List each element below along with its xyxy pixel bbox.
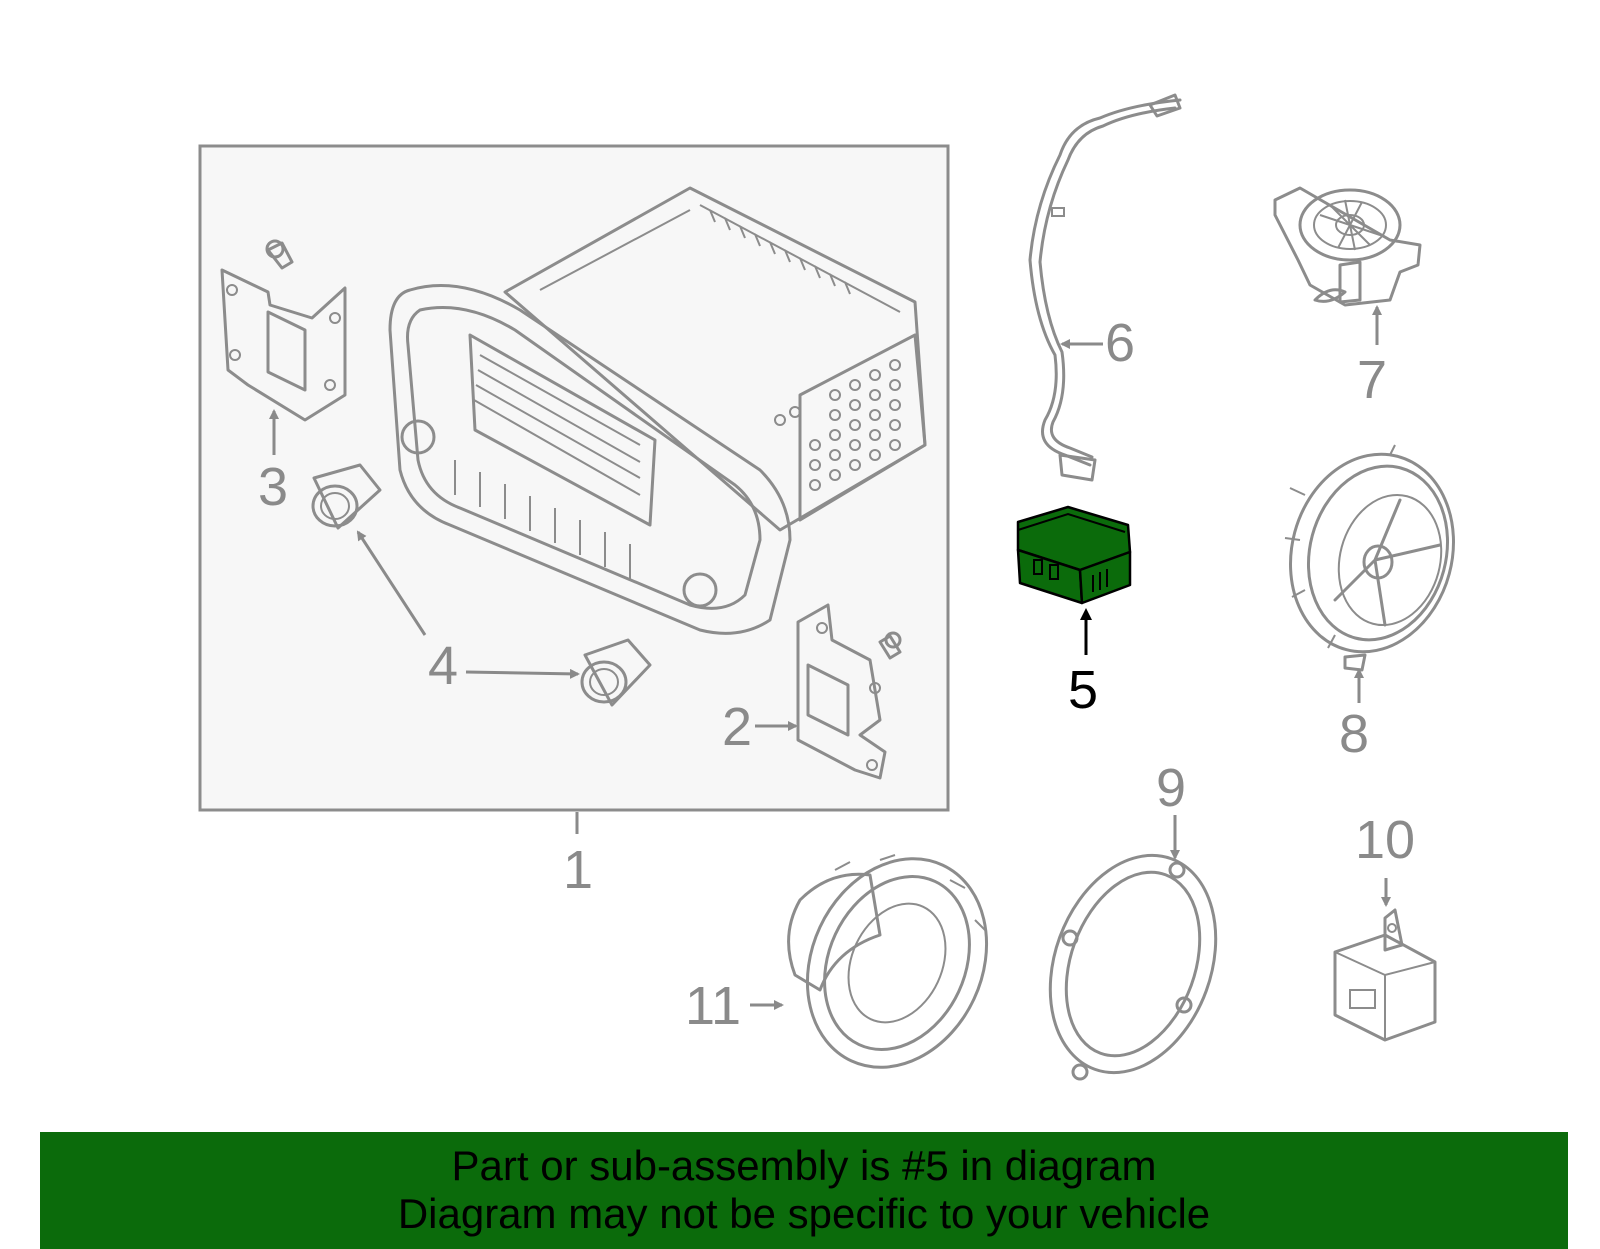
callout-5-selected: 5 — [1068, 660, 1098, 720]
leader-4-lower — [465, 668, 580, 679]
callout-7: 7 — [1357, 350, 1387, 410]
info-banner: Part or sub-assembly is #5 in diagram Di… — [40, 1132, 1568, 1249]
callout-4: 4 — [428, 636, 458, 696]
banner-line-2: Diagram may not be specific to your vehi… — [397, 1190, 1211, 1237]
bracket-part-3[interactable] — [220, 239, 347, 422]
module-part-5-highlighted[interactable] — [1016, 505, 1132, 605]
callout-2: 2 — [722, 697, 752, 757]
head-unit-part-1[interactable] — [388, 186, 927, 635]
callout-10: 10 — [1355, 810, 1415, 870]
assembly-box — [198, 144, 950, 812]
callout-11: 11 — [685, 976, 741, 1036]
leader-4-upper — [356, 530, 427, 636]
gasket-part-9[interactable] — [1021, 832, 1244, 1096]
tweeter-part-7[interactable] — [1273, 186, 1422, 307]
module-part-10[interactable] — [1333, 908, 1437, 1042]
knob-part-4-lower[interactable] — [580, 638, 652, 707]
bracket-part-2[interactable] — [796, 603, 902, 780]
callout-9: 9 — [1156, 758, 1186, 818]
antenna-cable-part-6[interactable] — [1028, 93, 1182, 482]
speaker-part-11[interactable] — [774, 829, 1019, 1097]
knob-part-4-upper[interactable] — [311, 463, 382, 530]
speaker-part-8[interactable] — [1269, 436, 1475, 672]
banner-line-1: Part or sub-assembly is #5 in diagram — [451, 1142, 1157, 1189]
callout-3: 3 — [258, 457, 288, 517]
callout-6: 6 — [1105, 313, 1135, 373]
callout-1: 1 — [563, 840, 593, 900]
callout-8: 8 — [1339, 704, 1369, 764]
